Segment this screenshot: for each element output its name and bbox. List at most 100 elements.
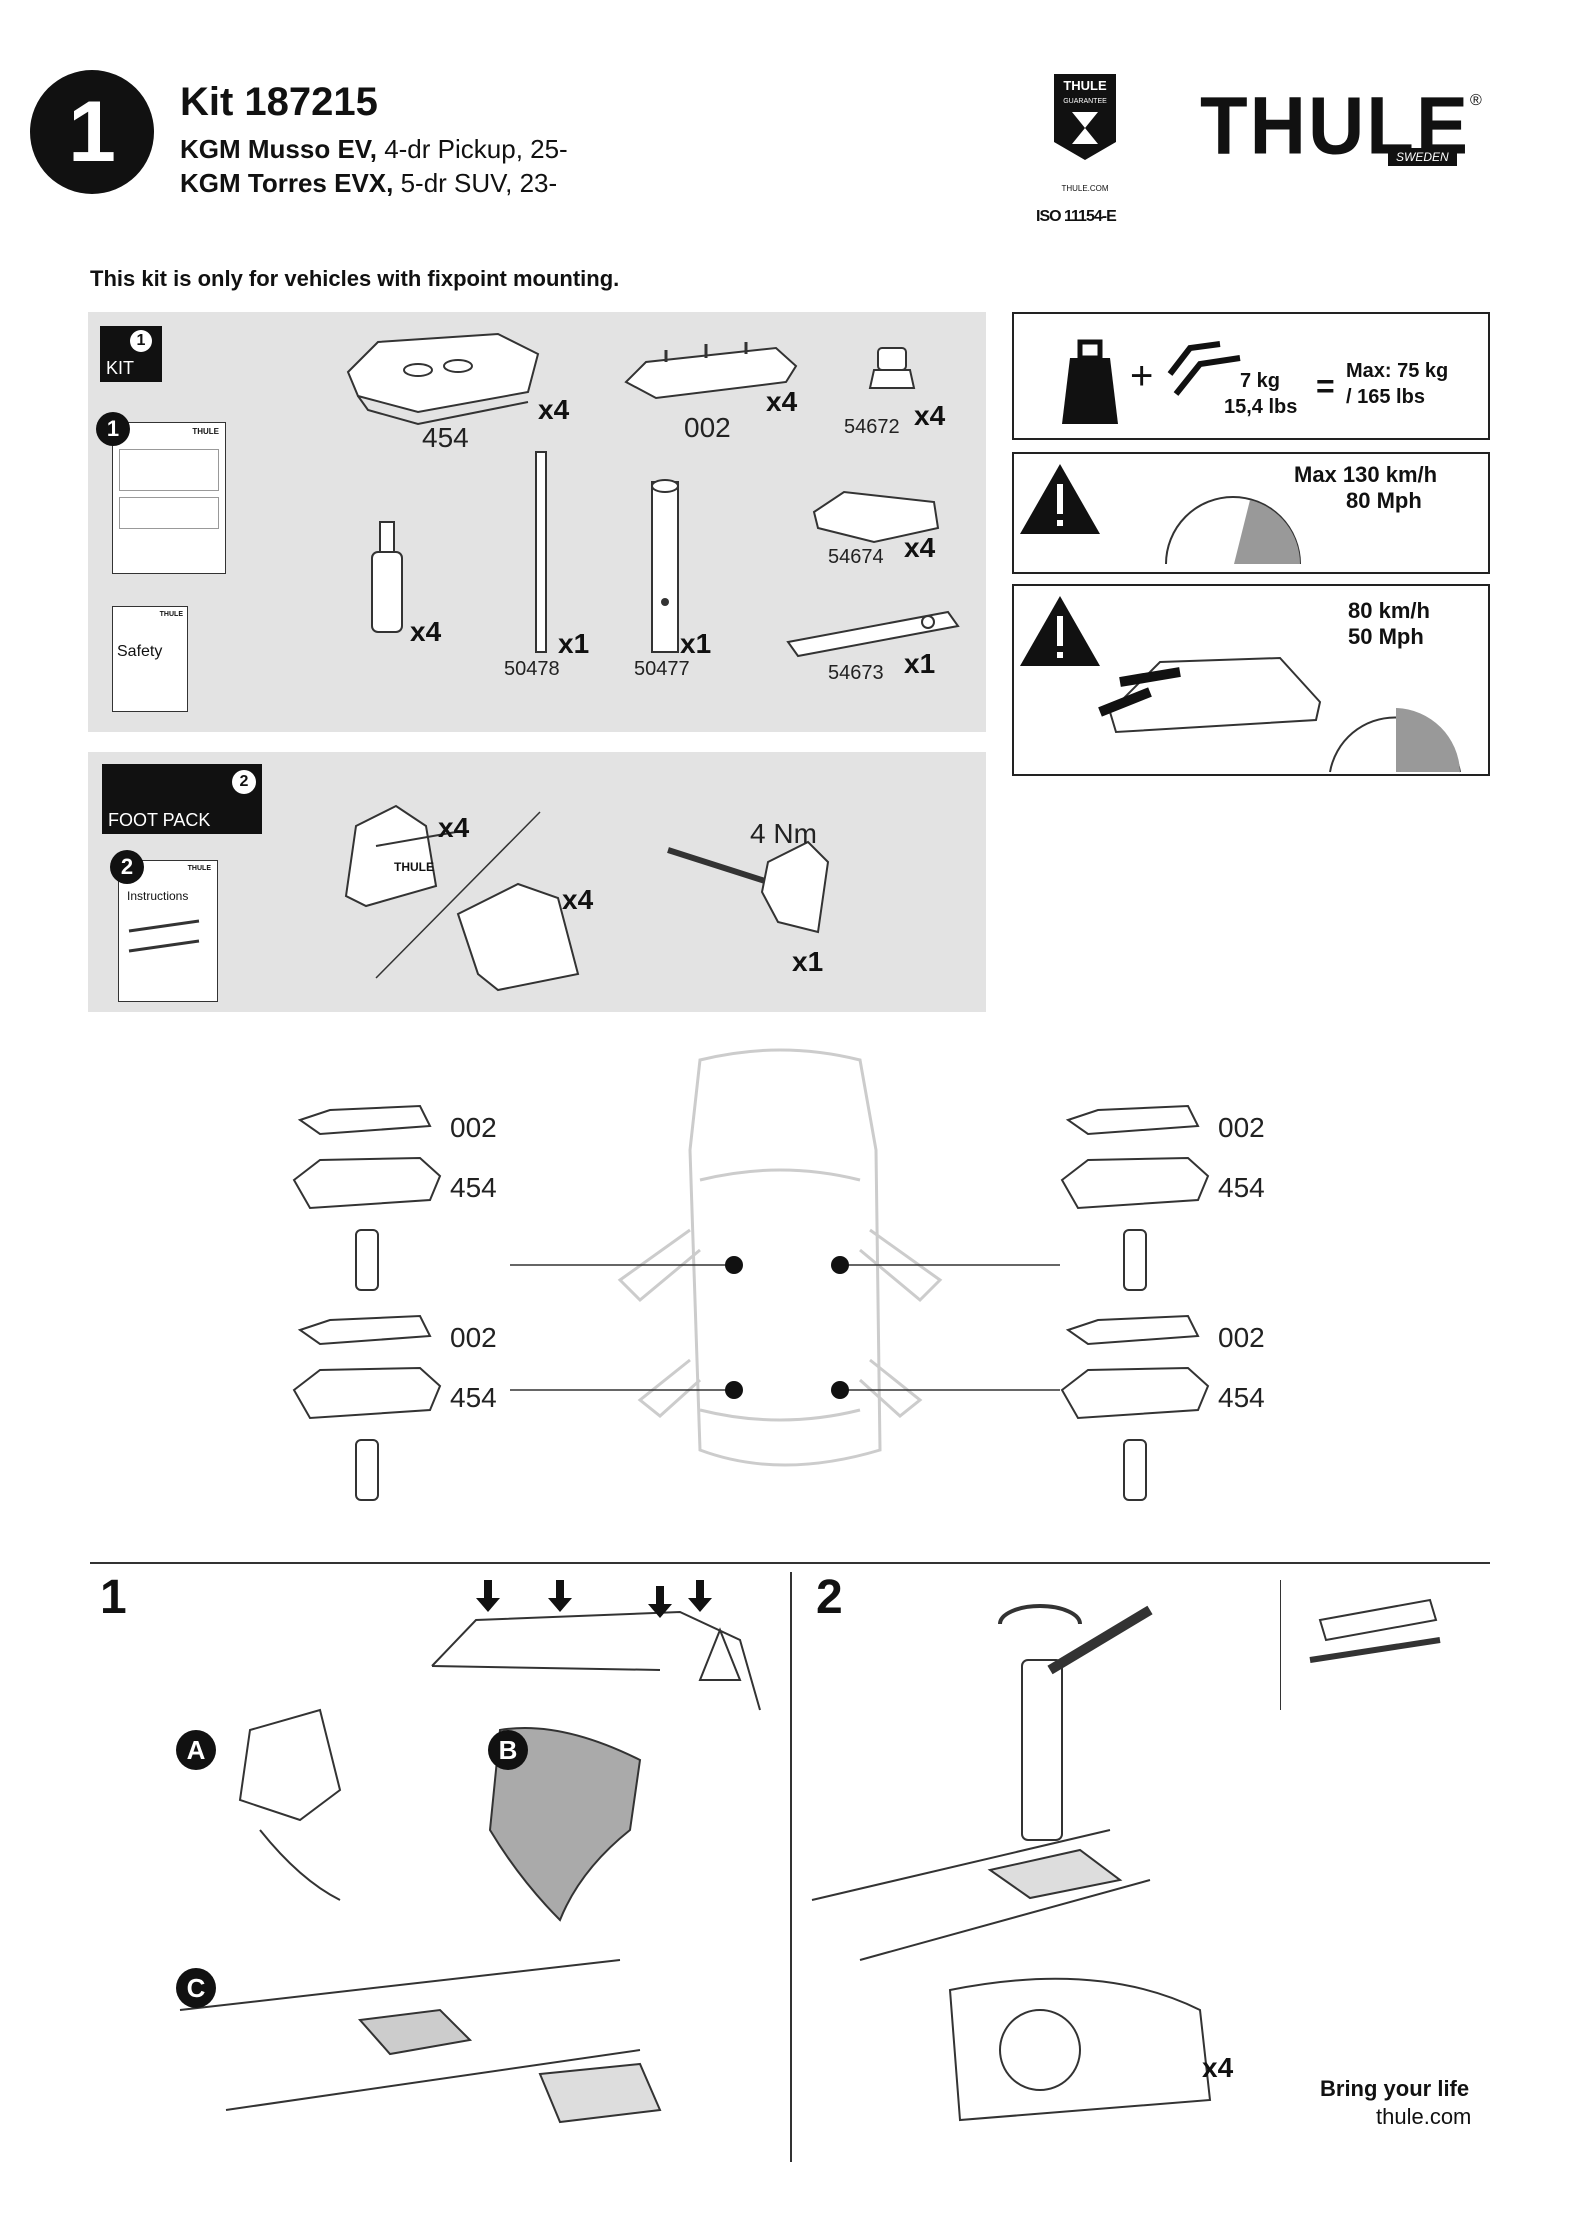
step2-qty: x4 [1202, 2052, 1234, 2083]
booklet-placeholder [119, 497, 219, 529]
part-label: 54674 [828, 546, 884, 568]
part-50478-icon [535, 451, 547, 653]
vehicle-detail: 5-dr SUV, 23- [393, 168, 558, 198]
weight-icon [1062, 339, 1241, 424]
kit-badge-label: KIT [106, 358, 135, 378]
weight-lbs: 15,4 lbs [1224, 396, 1298, 418]
booklet-brand: THULE [187, 865, 211, 872]
placement-label: 454 [1218, 1172, 1265, 1203]
part-qty: x4 [538, 394, 570, 425]
safety-brand: THULE [159, 611, 183, 618]
step-A-badge: A [176, 1730, 216, 1770]
part-label: 50478 [504, 658, 560, 680]
step2-inset-divider [1280, 1580, 1281, 1710]
guarantee-badge: THULE GUARANTEE THULE.COM [1050, 72, 1120, 202]
kit-badge-number: 1 [130, 330, 152, 352]
vehicle-line-1: KGM Musso EV, 4-dr Pickup, 25- [180, 134, 568, 165]
part-label: 454 [422, 422, 469, 453]
step-1-number: 1 [100, 1571, 127, 1624]
step-B-badge: B [488, 1730, 528, 1770]
safety-booklet: THULE Safety [112, 606, 188, 712]
foot-icon [344, 804, 457, 908]
safety-label: Safety [117, 643, 163, 660]
steps-drawing [179, 1580, 1441, 2124]
step-2-number: 2 [816, 1571, 843, 1624]
wind-speed-kmh: 80 km/h [1348, 598, 1430, 623]
placement-label: 454 [450, 1382, 497, 1413]
part-54672-icon [868, 347, 916, 389]
plus-sign: + [1130, 354, 1154, 398]
fixpoint-marker [725, 1256, 849, 1399]
iso-label: ISO 11154-E [1036, 208, 1117, 225]
part-qty: x4 [904, 532, 936, 563]
wind-panel: 80 km/h 50 Mph [1012, 584, 1490, 776]
foot-cover-icon [456, 882, 580, 992]
step-C-badge: C [176, 1968, 216, 2008]
booklet-placeholder [119, 449, 219, 491]
step-badge-number: 1 [68, 83, 116, 180]
foot-pack-box-badge: 2 FOOT PACK [102, 764, 262, 834]
car-top-view-icon [617, 1048, 943, 1467]
placement-label: 002 [450, 1322, 497, 1353]
weight-kg: 7 kg [1240, 370, 1281, 392]
part-qty: x1 [558, 628, 590, 659]
dashboard-icon [948, 1977, 1212, 2122]
placement-label: 002 [1218, 1322, 1265, 1353]
guarantee-url: THULE.COM [1061, 184, 1109, 193]
foot-qty: x4 [438, 812, 470, 843]
speed-panel: Max 130 km/h 80 Mph [1012, 452, 1490, 574]
torque-key-icon [667, 840, 830, 934]
foot-badge-label: FOOT PACK [108, 810, 211, 830]
cleaning-hand-icon [238, 1708, 342, 1901]
arrow-down-icon [476, 1580, 712, 1618]
placement-diagram [292, 1048, 1210, 1501]
logo-registered: ® [1470, 92, 1482, 109]
kit-title: Kit 187215 [180, 80, 378, 124]
load-panel: + 7 kg 15,4 lbs = Max: 75 kg / 165 lbs [1012, 312, 1490, 440]
foot-pack-drawing [344, 804, 830, 992]
kit-parts-drawing [346, 332, 960, 658]
wind-speed-mph: 50 Mph [1348, 624, 1424, 649]
step-badge: 1 [30, 70, 154, 194]
guarantee-label: GUARANTEE [1063, 98, 1107, 105]
tools-inset-icon [1309, 1598, 1441, 1663]
vehicle-line-2: KGM Torres EVX, 5-dr SUV, 23- [180, 168, 557, 199]
booklet-number-badge: 2 [110, 850, 144, 884]
footer-url: thule.com [1376, 2104, 1472, 2129]
part-54674-icon [812, 490, 940, 544]
part-label: 50477 [634, 658, 690, 680]
part-qty: x1 [904, 648, 936, 679]
adhesive-pad-icon [179, 1959, 662, 2124]
torque-label: 4 Nm [750, 818, 817, 849]
steps-vertical-divider [790, 1572, 792, 2162]
instruction-booklet-1: THULE [112, 422, 226, 574]
placement-label: 002 [450, 1112, 497, 1143]
torque-key-qty: x1 [792, 946, 824, 977]
max-load-kg: Max: 75 kg [1346, 360, 1449, 382]
steps-divider [90, 1562, 1490, 1564]
part-qty: x4 [410, 616, 442, 647]
shield-icon [1054, 74, 1116, 160]
part-label: 54673 [828, 662, 884, 684]
placement-label: 002 [1218, 1112, 1265, 1143]
part-qty: x4 [766, 386, 798, 417]
assembly-icon [292, 1104, 1210, 1501]
part-qty: x4 [914, 400, 946, 431]
instructions-label: Instructions [127, 889, 189, 903]
max-speed-kmh: Max 130 km/h [1294, 462, 1438, 487]
part-002-icon [624, 342, 798, 400]
wiping-cloth-icon [488, 1727, 642, 1922]
kit-section: 1 KIT THULE 1 THULE Safety [88, 312, 986, 732]
foot-brand: THULE [394, 860, 434, 874]
wind-warning-drawing [1020, 596, 1461, 773]
footer-tagline: Bring your life [1320, 2076, 1470, 2101]
instruction-booklet-2: THULE Instructions [118, 860, 218, 1002]
warning-speed-drawing [1020, 464, 1301, 565]
part-50477-icon [651, 479, 679, 653]
booklet-brand: THULE [192, 427, 219, 436]
guarantee-brand: THULE [1063, 78, 1107, 93]
booklet-number-badge: 1 [96, 412, 130, 446]
part-454-icon [346, 332, 540, 426]
roof-surface-icon [811, 1829, 1151, 1961]
vehicle-model: KGM Musso EV, [180, 134, 377, 164]
